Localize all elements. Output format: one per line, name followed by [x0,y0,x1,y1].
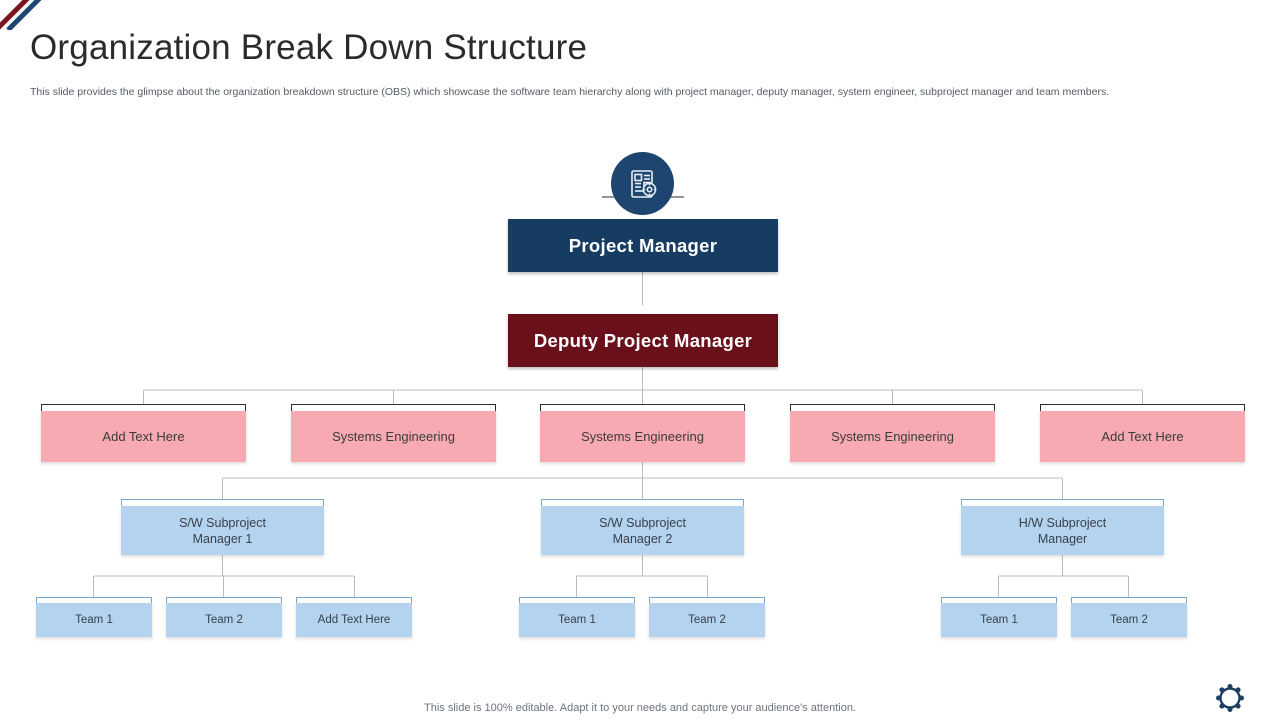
node-bracket [941,597,1057,605]
gear-logo-icon [1212,683,1248,713]
node-label-block: S/W Subproject Manager 2 [541,506,744,555]
node-bracket [508,307,778,319]
node-engineering-4[interactable]: Systems Engineering [790,404,995,462]
node-label: Add Text Here [41,411,246,462]
node-label-line1: S/W Subproject [179,515,266,530]
node-label: Add Text Here [296,603,412,637]
page-subtitle: This slide provides the glimpse about th… [30,86,1110,98]
node-label-line2: Manager [1037,531,1088,546]
node-engineering-1[interactable]: Add Text Here [41,404,246,462]
corner-stripe-decoration [0,0,62,30]
node-label: Systems Engineering [540,411,745,462]
node-subproject-manager-2[interactable]: S/W Subproject Manager 2 [541,499,744,555]
node-engineering-3[interactable]: Systems Engineering [540,404,745,462]
node-bracket [519,597,635,605]
node-deputy-project-manager[interactable]: Deputy Project Manager [508,307,778,367]
node-label-line1: S/W Subproject [599,515,686,530]
node-label: Systems Engineering [291,411,496,462]
node-label: Team 2 [166,603,282,637]
node-label-block: H/W Subproject Manager [961,506,1164,555]
node-label-block: S/W Subproject Manager 1 [121,506,324,555]
node-label: Team 1 [519,603,635,637]
node-label: Project Manager [508,219,778,272]
node-team-1c[interactable]: Add Text Here [296,597,412,637]
node-label: Team 1 [36,603,152,637]
node-label: Team 2 [649,603,765,637]
node-label: Deputy Project Manager [508,314,778,367]
node-label: Team 2 [1071,603,1187,637]
node-project-manager[interactable]: Project Manager [508,212,778,272]
node-bracket [36,597,152,605]
node-team-2a[interactable]: Team 1 [519,597,635,637]
node-subproject-manager-1[interactable]: S/W Subproject Manager 1 [121,499,324,555]
node-team-3a[interactable]: Team 1 [941,597,1057,637]
node-team-1b[interactable]: Team 2 [166,597,282,637]
node-label: Systems Engineering [790,411,995,462]
node-label: Team 1 [941,603,1057,637]
node-subproject-manager-3[interactable]: H/W Subproject Manager [961,499,1164,555]
document-gear-icon [611,152,674,215]
node-label-line1: H/W Subproject [1018,515,1107,530]
node-engineering-2[interactable]: Systems Engineering [291,404,496,462]
node-label-line2: Manager 1 [192,531,253,546]
page-title: Organization Break Down Structure [30,28,588,67]
node-bracket [1071,597,1187,605]
node-bracket [166,597,282,605]
node-label-line2: Manager 2 [612,531,673,546]
node-team-1a[interactable]: Team 1 [36,597,152,637]
node-engineering-5[interactable]: Add Text Here [1040,404,1245,462]
node-team-3b[interactable]: Team 2 [1071,597,1187,637]
footer-note: This slide is 100% editable. Adapt it to… [424,702,856,714]
node-team-2b[interactable]: Team 2 [649,597,765,637]
node-label: Add Text Here [1040,411,1245,462]
